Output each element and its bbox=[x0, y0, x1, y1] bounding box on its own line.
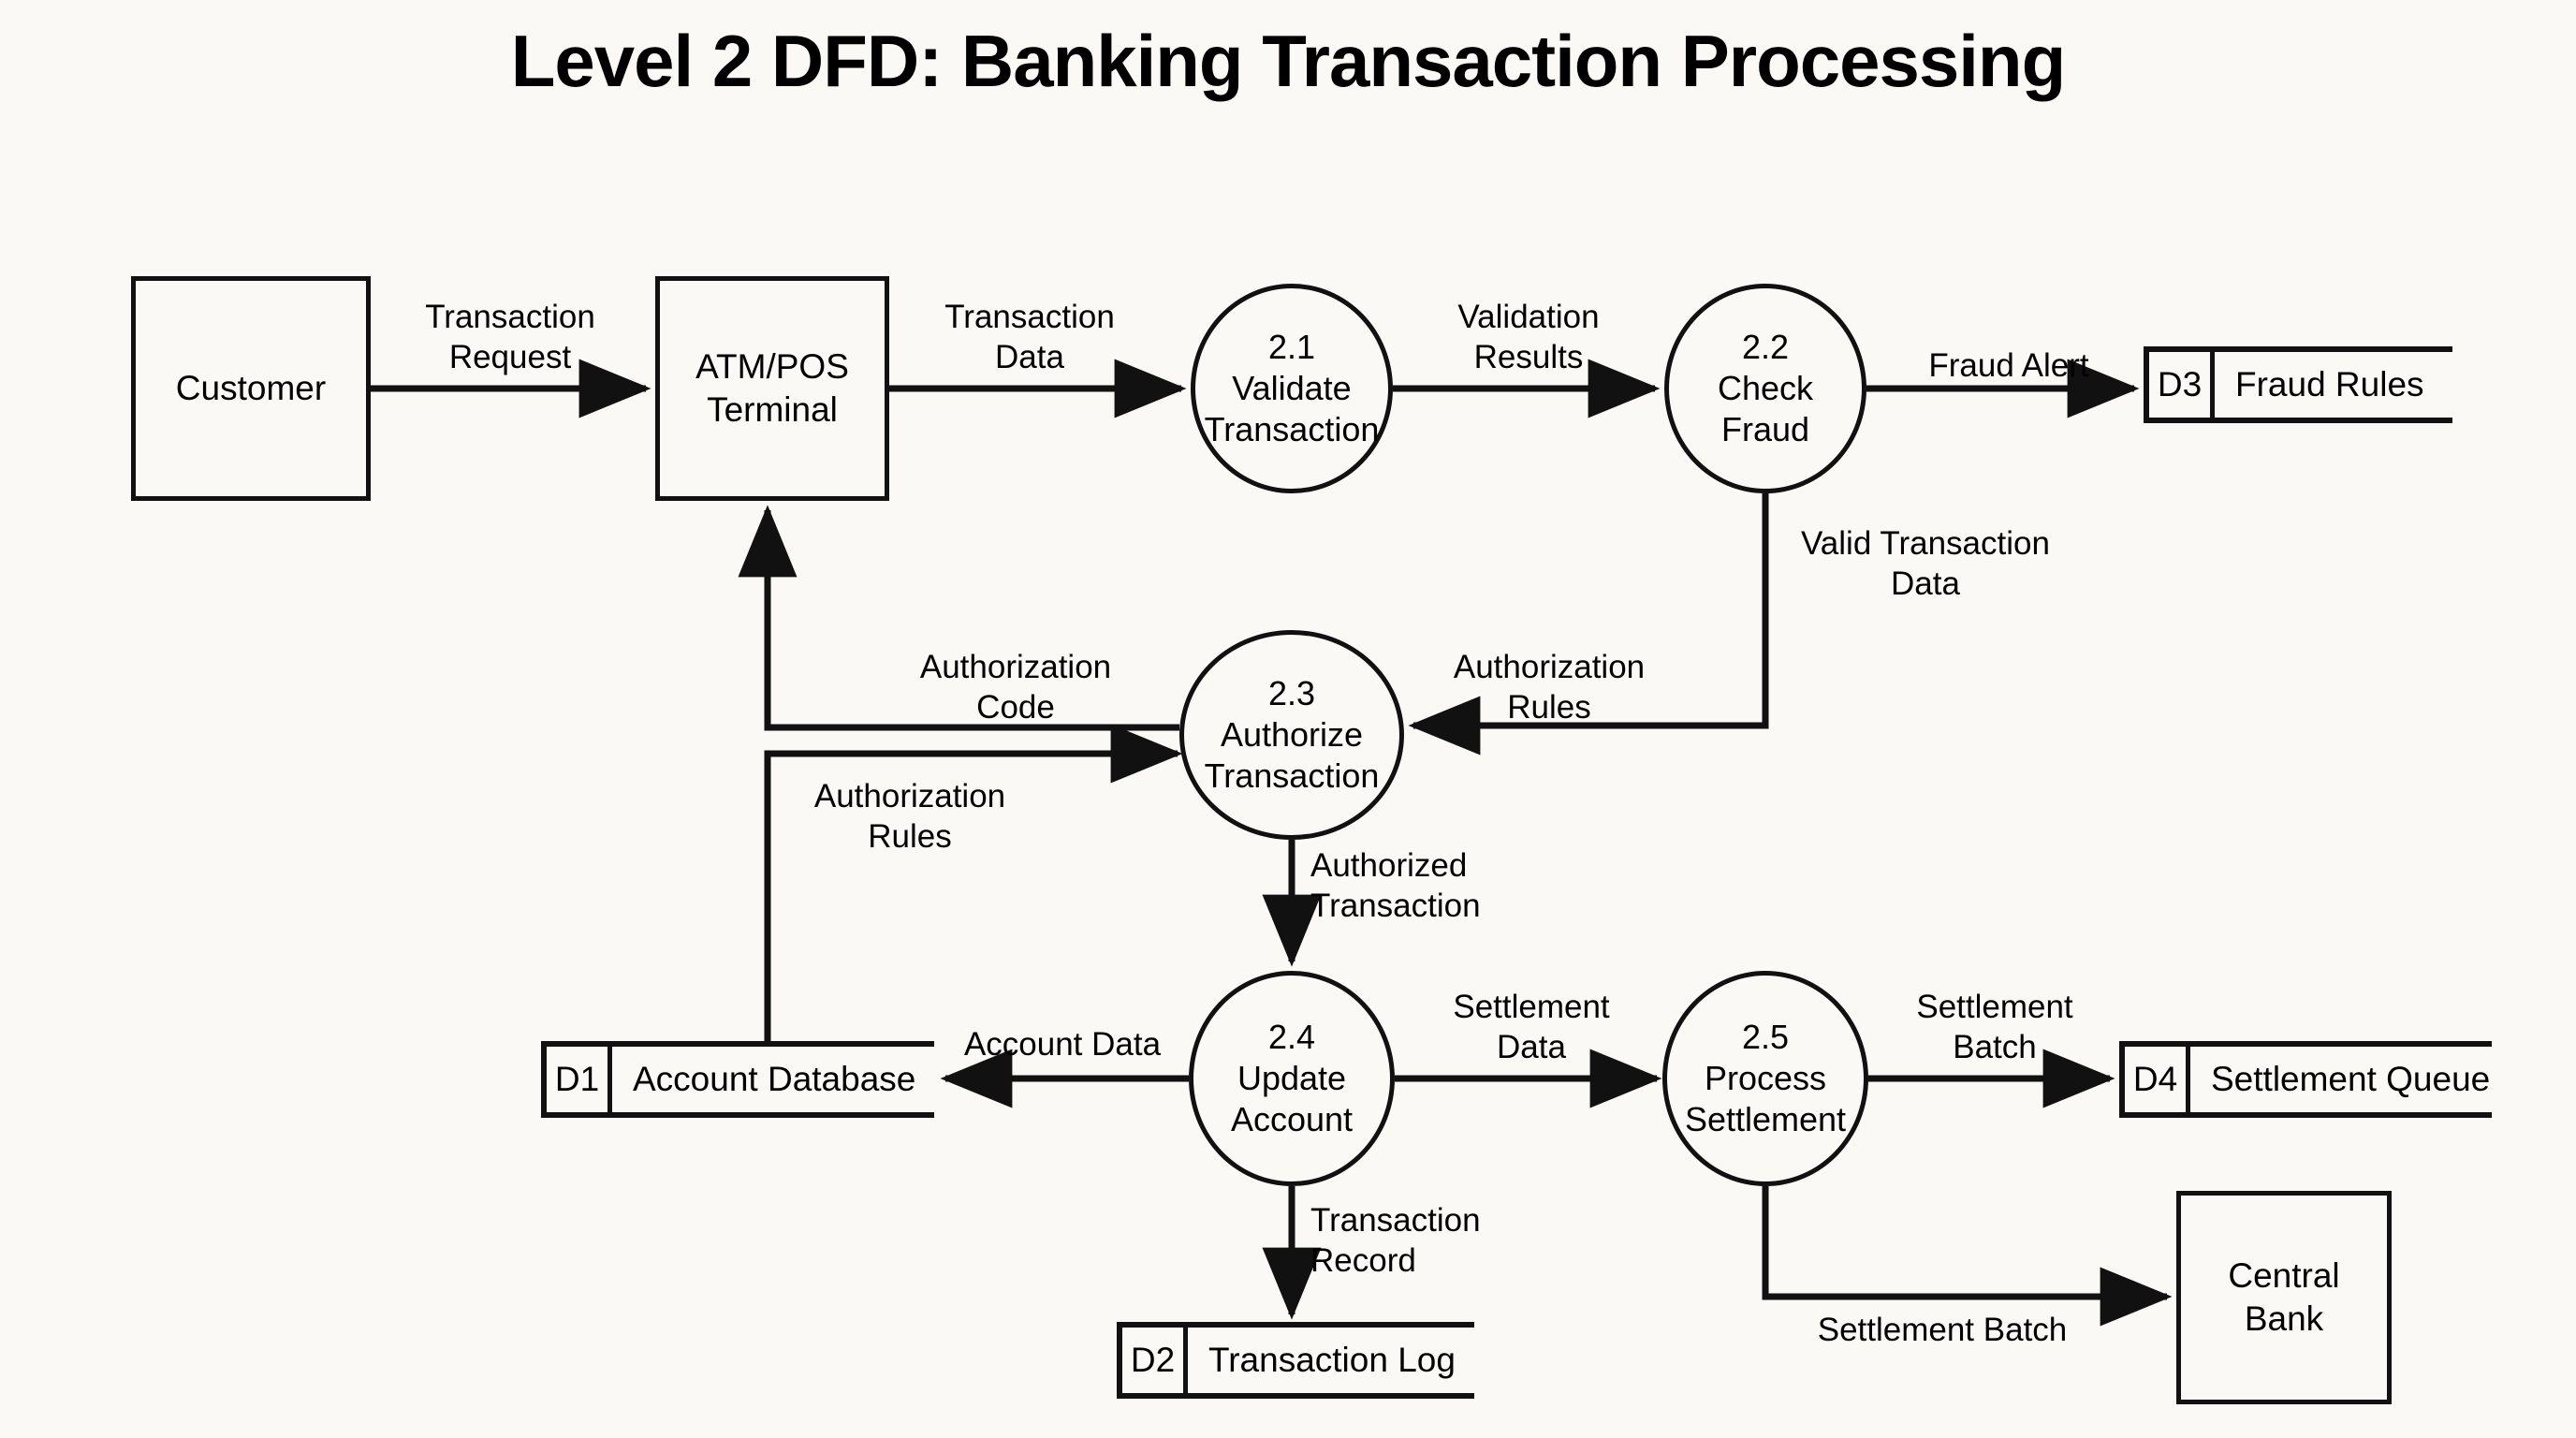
flow-label-authorization-code-line1: Authorization bbox=[919, 649, 1112, 685]
flow-label-authorized-transaction: Authorized Transaction bbox=[1310, 846, 1481, 926]
datastore-d1-id: D1 bbox=[541, 1047, 612, 1112]
flow-label-transaction-data-line1: Transaction bbox=[944, 299, 1115, 335]
entity-central-bank-label-line1: Central bbox=[2228, 1255, 2340, 1295]
flow-label-valid-transaction-data: Valid Transaction Data bbox=[1801, 524, 2050, 604]
datastore-d1-account-database[interactable]: D1 Account Database bbox=[541, 1041, 934, 1118]
flow-label-transaction-request-line1: Transaction bbox=[425, 299, 595, 335]
process-2-5-id: 2.5 bbox=[1741, 1018, 1790, 1057]
flow-label-authorized-transaction-line1: Authorized bbox=[1310, 847, 1468, 884]
flow-label-settlement-batch-line2: Batch bbox=[1953, 1028, 2037, 1065]
process-2-5-name2: Settlement bbox=[1684, 1099, 1847, 1138]
process-2-2-id: 2.2 bbox=[1741, 328, 1790, 367]
flow-label-transaction-request-line2: Request bbox=[448, 338, 572, 375]
datastore-d2-id: D2 bbox=[1117, 1328, 1188, 1393]
flow-label-authorization-rules-right-line2: Rules bbox=[1507, 688, 1591, 726]
flow-label-fraud-alert-line1: Fraud Alert bbox=[1928, 347, 2089, 384]
process-2-3-name1: Authorize bbox=[1220, 715, 1364, 755]
flow-label-settlement-data-line2: Data bbox=[1497, 1028, 1566, 1065]
entity-atm-pos-terminal[interactable]: ATM/POS Terminal bbox=[655, 276, 889, 501]
flow-label-valid-transaction-data-line1: Valid Transaction bbox=[1801, 525, 2050, 562]
flow-label-settlement-batch-central: Settlement Batch bbox=[1818, 1311, 2068, 1351]
flow-label-transaction-record: Transaction Record bbox=[1310, 1201, 1481, 1281]
process-2-5-name1: Process bbox=[1704, 1059, 1827, 1098]
datastore-d1-label: Account Database bbox=[633, 1060, 916, 1098]
datastore-d4-label: Settlement Queue bbox=[2211, 1060, 2491, 1098]
process-2-4-name2: Account bbox=[1230, 1099, 1354, 1138]
process-2-4-update-account[interactable]: 2.4 Update Account bbox=[1189, 971, 1395, 1186]
process-2-1-name1: Validate bbox=[1232, 369, 1352, 408]
process-2-1-validate-transaction[interactable]: 2.1 Validate Transaction bbox=[1191, 284, 1393, 493]
flow-label-authorization-rules-left-line1: Authorization bbox=[813, 778, 1006, 814]
flow-label-authorization-code: Authorization Code bbox=[920, 648, 1111, 727]
entity-atm-pos-terminal-label-line1: ATM/POS bbox=[695, 346, 849, 386]
flow-label-settlement-batch-central-line1: Settlement Batch bbox=[1817, 1312, 2068, 1348]
flow-label-settlement-data-line1: Settlement bbox=[1453, 989, 1610, 1025]
datastore-d4-id: D4 bbox=[2119, 1047, 2190, 1112]
flow-label-authorized-transaction-line2: Transaction bbox=[1310, 887, 1481, 924]
process-2-3-id: 2.3 bbox=[1267, 674, 1316, 713]
process-2-2-name1: Check bbox=[1717, 369, 1814, 408]
process-2-2-name2: Fraud bbox=[1720, 409, 1810, 448]
process-2-1-name2: Transaction bbox=[1204, 409, 1380, 448]
process-2-3-name2: Transaction bbox=[1204, 756, 1380, 795]
flow-line-settlement-batch-central bbox=[1762, 1186, 2173, 1327]
flow-label-transaction-data-line2: Data bbox=[995, 338, 1064, 375]
datastore-d3-label: Fraud Rules bbox=[2235, 365, 2424, 404]
process-2-3-authorize-transaction[interactable]: 2.3 Authorize Transaction bbox=[1179, 630, 1404, 840]
flow-label-authorization-rules-right: Authorization Rules bbox=[1454, 648, 1645, 727]
flow-label-transaction-record-line2: Record bbox=[1310, 1241, 1416, 1279]
flow-label-transaction-record-line1: Transaction bbox=[1310, 1202, 1481, 1239]
process-2-4-name1: Update bbox=[1237, 1059, 1347, 1098]
entity-central-bank-label-line2: Bank bbox=[2244, 1299, 2324, 1338]
flow-label-valid-transaction-data-line2: Data bbox=[1891, 565, 1960, 602]
flow-label-account-data: Account Data bbox=[964, 1025, 1161, 1065]
process-2-4-id: 2.4 bbox=[1267, 1018, 1316, 1057]
flow-label-authorization-rules-left-line2: Rules bbox=[868, 817, 952, 855]
process-2-2-check-fraud[interactable]: 2.2 Check Fraud bbox=[1664, 284, 1866, 493]
flow-label-settlement-data: Settlement Data bbox=[1453, 988, 1609, 1067]
entity-customer-label: Customer bbox=[175, 368, 327, 407]
entity-central-bank[interactable]: Central Bank bbox=[2176, 1191, 2392, 1404]
flow-label-fraud-alert: Fraud Alert bbox=[1928, 346, 2088, 387]
datastore-d3-id: D3 bbox=[2144, 352, 2215, 418]
entity-customer[interactable]: Customer bbox=[131, 276, 371, 501]
flow-label-authorization-rules-left: Authorization Rules bbox=[814, 777, 1005, 857]
flow-label-settlement-batch-line1: Settlement bbox=[1916, 989, 2073, 1025]
flow-label-validation-results-line1: Validation bbox=[1457, 299, 1600, 335]
flow-label-authorization-rules-right-line1: Authorization bbox=[1453, 649, 1646, 685]
flow-label-transaction-request: Transaction Request bbox=[425, 298, 595, 377]
process-2-5-process-settlement[interactable]: 2.5 Process Settlement bbox=[1662, 971, 1868, 1186]
flow-label-validation-results-line2: Results bbox=[1473, 338, 1584, 375]
process-2-1-id: 2.1 bbox=[1267, 328, 1316, 367]
flow-label-settlement-batch: Settlement Batch bbox=[1916, 988, 2072, 1067]
datastore-d3-fraud-rules[interactable]: D3 Fraud Rules bbox=[2144, 346, 2452, 423]
flow-label-authorization-code-line2: Code bbox=[976, 688, 1055, 726]
entity-atm-pos-terminal-label-line2: Terminal bbox=[707, 390, 838, 429]
flow-label-transaction-data: Transaction Data bbox=[944, 298, 1115, 377]
datastore-d4-settlement-queue[interactable]: D4 Settlement Queue bbox=[2119, 1041, 2492, 1118]
flow-label-validation-results: Validation Results bbox=[1457, 298, 1599, 377]
flow-label-account-data-line1: Account Data bbox=[963, 1026, 1162, 1063]
datastore-d2-transaction-log[interactable]: D2 Transaction Log bbox=[1117, 1322, 1474, 1399]
page-title: Level 2 DFD: Banking Transaction Process… bbox=[510, 20, 2066, 102]
datastore-d2-label: Transaction Log bbox=[1208, 1341, 1456, 1379]
